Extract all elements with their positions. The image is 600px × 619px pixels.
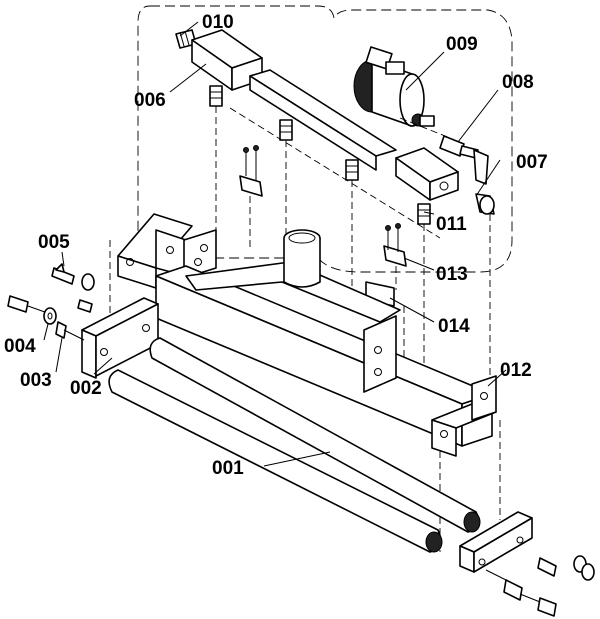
valve-009 [353,46,435,127]
hardware-left [7,263,95,341]
callout-labels: 010 006 009 008 007 011 013 014 012 001 … [4,12,548,479]
callout-005: 005 [38,232,70,253]
leader-lines [43,21,507,467]
callout-006: 006 [134,90,166,111]
hardware-right [485,555,595,617]
rod-001 [108,337,481,553]
callout-011: 011 [436,214,467,235]
manifold-assembly [175,29,459,225]
callout-009: 009 [446,34,478,55]
callout-004: 004 [4,336,36,357]
end-plate-right [459,511,533,573]
elbow-007 [475,193,495,215]
callout-008: 008 [502,72,534,93]
callout-002: 002 [70,378,102,399]
fitting-008 [439,135,489,185]
callout-013: 013 [436,264,468,285]
clip-upper [239,145,263,197]
callout-010: 010 [202,12,234,33]
callout-003: 003 [20,370,52,391]
callout-012: 012 [500,360,532,381]
callout-014: 014 [438,316,470,337]
clip-013 [383,223,407,267]
main-frame [117,213,497,457]
callout-001: 001 [212,458,244,479]
callout-007: 007 [516,152,548,173]
end-plate-002 [81,297,159,379]
